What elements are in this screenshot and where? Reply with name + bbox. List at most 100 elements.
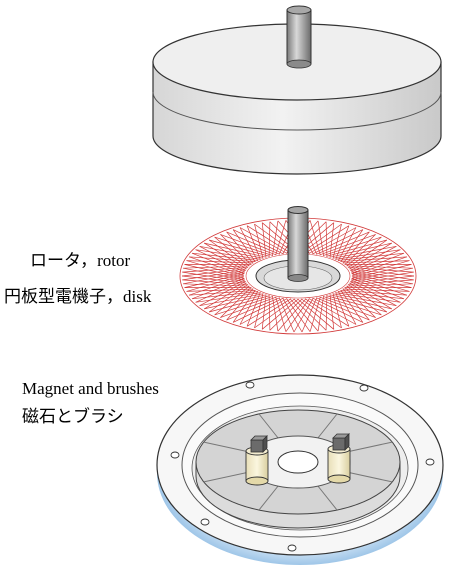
winding-line [214, 236, 250, 267]
mount-hole [170, 451, 180, 459]
winding-line [220, 234, 252, 265]
segment-divider [345, 441, 393, 453]
winding-line [301, 297, 318, 333]
winding-line [322, 236, 382, 256]
segment-divider [258, 413, 279, 439]
winding-line [254, 298, 295, 329]
winding-line [351, 279, 401, 303]
mount-hole [245, 381, 255, 389]
winding-line [232, 229, 284, 255]
winding-line [293, 298, 327, 331]
winding-line [297, 298, 335, 330]
winding-line [181, 275, 247, 284]
winding-line [332, 293, 397, 307]
winding-line [347, 266, 414, 273]
winding-line [309, 296, 321, 332]
winding-line [278, 297, 295, 333]
winding-line [349, 268, 415, 277]
winding-line [317, 296, 324, 332]
winding-line [208, 239, 249, 268]
winding-line [312, 297, 364, 323]
winding-line [322, 296, 382, 316]
winding-line [182, 266, 249, 273]
winding-line [282, 297, 303, 333]
winding-line [326, 239, 387, 257]
winding-line [347, 279, 414, 286]
winding-line [272, 220, 279, 256]
winding-line [329, 222, 335, 258]
winding-line [182, 279, 249, 286]
winding-line [342, 288, 370, 321]
winding-line [183, 265, 250, 269]
winding-line [349, 282, 392, 310]
winding-line [254, 293, 264, 328]
winding-line [332, 224, 342, 259]
winding-line [305, 225, 350, 254]
center-hole [277, 450, 319, 474]
brush-left [245, 435, 269, 486]
winding-line [329, 242, 392, 258]
winding-line [199, 245, 246, 271]
winding-line [335, 292, 401, 303]
winding-line [350, 281, 397, 307]
magnet-segments [203, 413, 393, 511]
winding-line [275, 296, 287, 332]
winding-line [350, 271, 414, 283]
winding-line [254, 224, 264, 259]
winding-line [204, 242, 247, 270]
rotor-shaft-top [286, 5, 312, 69]
winding-line [232, 297, 284, 323]
winding-line [332, 245, 397, 259]
winding-line [195, 249, 261, 260]
winding-line [337, 227, 357, 261]
winding-line [325, 295, 328, 331]
winding-line [350, 269, 414, 281]
winding-line [209, 239, 270, 257]
winding-line [214, 236, 274, 256]
winding-line [214, 285, 250, 316]
winding-line [246, 225, 291, 254]
winding-line [226, 288, 254, 321]
winding-line [277, 298, 307, 332]
winding-line [272, 296, 279, 332]
winding-line [316, 231, 370, 255]
winding-line [182, 271, 246, 283]
winding-line [226, 231, 254, 264]
winding-line [346, 283, 413, 287]
winding-line [220, 287, 252, 318]
armature-disk [179, 217, 417, 335]
winding-line [275, 220, 287, 256]
winding-line [268, 221, 271, 257]
disk-shaft [287, 206, 309, 282]
winding-line [261, 298, 299, 330]
winding-line [269, 298, 303, 331]
segment-divider [317, 413, 338, 439]
segment-divider [345, 471, 393, 483]
winding-line [232, 289, 256, 323]
winding-line [340, 256, 408, 263]
mount-hole [359, 384, 369, 392]
winding-line [214, 296, 274, 316]
winding-line [325, 221, 328, 257]
winding-line [309, 220, 321, 256]
winding-line [335, 249, 401, 260]
winding-line [191, 252, 245, 275]
label-rotor: ロータ，rotor [30, 251, 131, 270]
winding-line [308, 298, 357, 325]
winding-line [349, 275, 415, 284]
winding-line [342, 288, 410, 292]
winding-line [344, 287, 376, 318]
winding-line [261, 294, 267, 330]
winding-line [186, 260, 245, 278]
winding-line [340, 229, 364, 263]
segment-divider [203, 441, 251, 453]
winding-line [340, 289, 408, 296]
winding-line [289, 298, 319, 332]
winding-line [319, 296, 376, 318]
mount-hole [200, 518, 210, 526]
label-magnet-jp: 磁石とブラシ [22, 407, 124, 426]
winding-line [326, 295, 387, 313]
winding-line [337, 291, 357, 325]
winding-line [305, 298, 350, 327]
segment-divider [317, 485, 338, 511]
